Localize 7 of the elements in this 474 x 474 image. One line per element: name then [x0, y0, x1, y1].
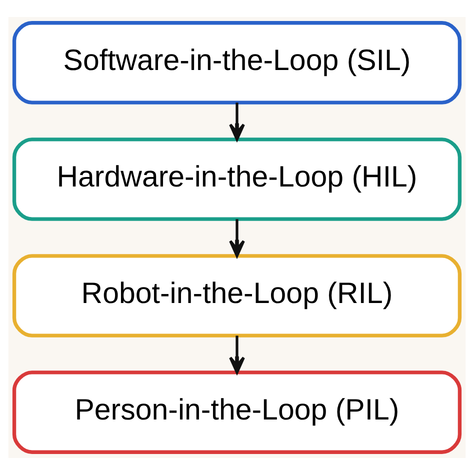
- node-box: Person-in-the-Loop (PIL): [12, 370, 462, 454]
- arrow: [229, 102, 245, 140]
- arrow: [229, 335, 245, 374]
- node-box: Hardware-in-the-Loop (HIL): [12, 137, 462, 220]
- node-box: Software-in-the-Loop (SIL): [12, 20, 462, 104]
- arrow: [229, 218, 245, 257]
- node-box: Robot-in-the-Loop (RIL): [12, 254, 462, 337]
